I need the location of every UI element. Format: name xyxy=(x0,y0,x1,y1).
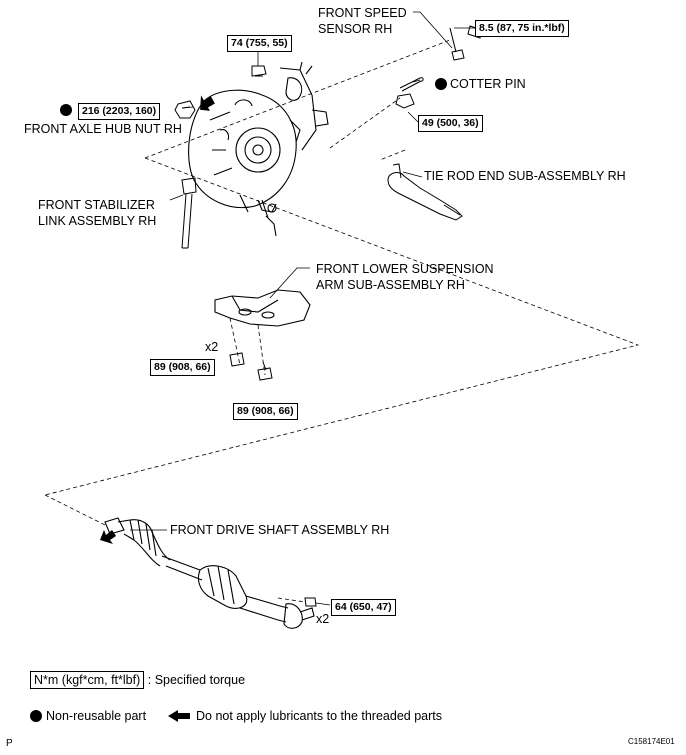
legend-arrow-icon xyxy=(168,710,190,722)
legend-non-reusable: Non-reusable part xyxy=(46,709,147,723)
shaft-bolt xyxy=(304,597,317,607)
speed-sensor-label-1: FRONT SPEED xyxy=(318,6,407,20)
page-letter: P xyxy=(6,738,13,749)
no-lube-arrow-shaft xyxy=(100,530,116,544)
drive-shaft-body xyxy=(104,517,315,629)
hub-nut xyxy=(174,100,196,119)
legend-torque-desc: : Specified torque xyxy=(147,673,246,687)
legend-torque: N*m (kgf*cm, ft*lbf) : Specified torque xyxy=(30,671,246,689)
lower-arm xyxy=(214,289,311,327)
cotter-pin-shape xyxy=(399,77,424,92)
stabilizer-label-1: FRONT STABILIZER xyxy=(38,198,155,212)
torque-top-nut: 74 (755, 55) xyxy=(227,35,292,52)
no-lube-arrow-hub xyxy=(200,95,215,111)
leader-lines xyxy=(130,11,475,606)
steering-knuckle xyxy=(188,61,329,237)
lower-arm-label-1: FRONT LOWER SUSPENSION xyxy=(316,262,494,276)
legend-no-lube: Do not apply lubricants to the threaded … xyxy=(196,709,442,723)
arm-quantity-label: x2 xyxy=(205,340,219,354)
speed-sensor-label-2: SENSOR RH xyxy=(318,22,393,36)
torque-tie-rod-nut: 49 (500, 36) xyxy=(418,115,483,132)
hub-nut-label: FRONT AXLE HUB NUT RH xyxy=(24,122,182,136)
tie-rod-label: TIE ROD END SUB-ASSEMBLY RH xyxy=(424,169,626,183)
non-reusable-dot-cotter xyxy=(435,78,447,90)
tie-rod-end xyxy=(387,163,463,221)
arm-bolt xyxy=(257,361,273,381)
shaft-quantity-label: x2 xyxy=(316,612,330,626)
stabilizer-label-2: LINK ASSEMBLY RH xyxy=(38,214,157,228)
torque-arm-bolt: 89 (908, 66) xyxy=(233,403,298,420)
torque-hub-nut: 216 (2203, 160) xyxy=(78,103,161,120)
legend-dot-icon xyxy=(30,710,42,722)
torque-arm-nut: 89 (908, 66) xyxy=(150,359,215,376)
torque-shaft-bolt: 64 (650, 47) xyxy=(331,599,396,616)
tie-rod-nut xyxy=(395,93,415,109)
lower-arm-label-2: ARM SUB-ASSEMBLY RH xyxy=(316,278,465,292)
legend-torque-unit: N*m (kgf*cm, ft*lbf) xyxy=(30,671,145,689)
stabilizer-link xyxy=(181,177,197,249)
arm-nut xyxy=(229,352,245,367)
upper-nut xyxy=(251,65,267,77)
torque-sensor-bolt: 8.5 (87, 75 in.*lbf) xyxy=(475,20,569,37)
non-reusable-dot-hub xyxy=(60,104,72,116)
figure-code: C158174E01 xyxy=(628,737,675,746)
cotter-pin-label: COTTER PIN xyxy=(450,77,526,91)
drive-shaft-label: FRONT DRIVE SHAFT ASSEMBLY RH xyxy=(170,523,390,537)
